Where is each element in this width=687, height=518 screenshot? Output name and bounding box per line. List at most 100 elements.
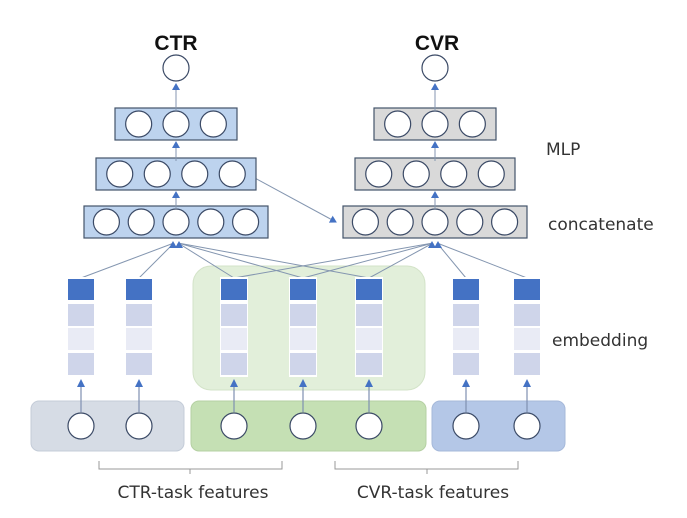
- arrow-head: [169, 241, 177, 248]
- cvr-neuron: [456, 208, 484, 236]
- ctr-neuron: [127, 208, 155, 236]
- cvr-neuron: [458, 110, 486, 138]
- cvr-neuron: [351, 208, 379, 236]
- embedding-cell: [514, 328, 540, 350]
- arrow-head: [431, 83, 439, 90]
- ctr-neuron: [143, 160, 171, 188]
- embedding-cell: [68, 304, 94, 326]
- embedding-cell: [68, 353, 94, 375]
- cvr-neuron: [421, 208, 449, 236]
- cvr-concat-connection: [302, 242, 434, 279]
- embedding-cell: [356, 304, 382, 326]
- mlp-label: MLP: [546, 140, 580, 160]
- arrow-head: [172, 141, 180, 148]
- embedding-cell: [514, 353, 540, 375]
- embedding-cell: [453, 304, 479, 326]
- ctr-title: CTR: [154, 32, 197, 55]
- ctr-neuron: [181, 160, 209, 188]
- embedding-cell: [453, 279, 479, 300]
- embedding-cell: [514, 279, 540, 300]
- ctr-features-label: CTR-task features: [118, 483, 269, 503]
- ctr-neuron: [232, 208, 260, 236]
- cvr-concat-connection: [368, 242, 434, 279]
- embedding-cell: [290, 328, 316, 350]
- arrow-head: [135, 379, 143, 387]
- arrow-head: [523, 379, 531, 387]
- ctr-concat-connection: [177, 242, 304, 279]
- ctr-neuron: [162, 110, 190, 138]
- feature-node: [355, 412, 383, 440]
- embedding-cell: [221, 328, 247, 350]
- arrow-head: [462, 379, 470, 387]
- cvr-neuron: [440, 160, 468, 188]
- embedding-cell: [453, 328, 479, 350]
- cvr-neuron: [421, 110, 449, 138]
- ctr-neuron: [125, 110, 153, 138]
- feature-node: [513, 412, 541, 440]
- cvr-title: CVR: [415, 32, 459, 55]
- embedding-cell: [221, 304, 247, 326]
- embedding-cell: [356, 279, 382, 300]
- ctr-concat-connection: [80, 242, 175, 279]
- cvr-neuron: [384, 110, 412, 138]
- arrow-head: [431, 191, 439, 198]
- embedding-cell: [290, 353, 316, 375]
- arrow-head: [299, 379, 307, 387]
- feature-node: [67, 412, 95, 440]
- cvr-neuron: [491, 208, 519, 236]
- embedding-cell: [68, 328, 94, 350]
- embedding-cell: [221, 279, 247, 300]
- ctr-neuron: [106, 160, 134, 188]
- cvr-concat-connection: [436, 242, 467, 279]
- cvr-features-bracket: [334, 461, 519, 474]
- ctr-neuron: [92, 208, 121, 236]
- feature-node: [289, 412, 317, 440]
- embedding-cell: [68, 279, 94, 300]
- ctr-neuron: [218, 160, 246, 188]
- cvr-output-node: [421, 54, 449, 82]
- embedding-label: embedding: [552, 331, 648, 351]
- arrow-head: [175, 241, 183, 248]
- arrow-head: [434, 241, 442, 248]
- embedding-cell: [126, 328, 152, 350]
- embedding-cell: [126, 279, 152, 300]
- embedding-cell: [126, 304, 152, 326]
- feature-node: [452, 412, 480, 440]
- embedding-cell: [126, 353, 152, 375]
- concatenate-label: concatenate: [548, 215, 654, 235]
- cvr-concat-connection: [233, 242, 434, 279]
- ctr-output-node: [162, 54, 190, 82]
- embedding-cell: [290, 304, 316, 326]
- ctr-to-cvr-connection: [252, 176, 337, 223]
- arrow-head: [230, 379, 238, 387]
- ctr-concat-connection: [138, 242, 175, 279]
- ctr-neuron: [162, 208, 190, 236]
- embedding-cell: [356, 328, 382, 350]
- embedding-cell: [514, 304, 540, 326]
- embedding-cell: [221, 353, 247, 375]
- cvr-neuron: [402, 160, 430, 188]
- feature-node: [125, 412, 153, 440]
- ctr-concat-connection: [177, 242, 370, 279]
- embedding-cell: [290, 279, 316, 300]
- arrow-head: [428, 241, 436, 248]
- arrow-head: [365, 379, 373, 387]
- cvr-neuron: [386, 208, 414, 236]
- ctr-features-bracket: [98, 461, 283, 474]
- arrow-head: [77, 379, 85, 387]
- arrow-head: [172, 83, 180, 90]
- ctr-concat-connection: [177, 242, 235, 279]
- cvr-features-label: CVR-task features: [357, 483, 509, 503]
- embedding-cell: [453, 353, 479, 375]
- embedding-cell: [356, 353, 382, 375]
- cvr-feature-group: [431, 400, 566, 452]
- cvr-concat-connection: [436, 242, 528, 279]
- ctr-neuron: [197, 208, 225, 236]
- arrow-head: [431, 141, 439, 148]
- cvr-neuron: [477, 160, 505, 188]
- cvr-neuron: [365, 160, 393, 188]
- feature-node: [220, 412, 248, 440]
- ctr-neuron: [199, 110, 227, 138]
- ctr-feature-group: [30, 400, 185, 452]
